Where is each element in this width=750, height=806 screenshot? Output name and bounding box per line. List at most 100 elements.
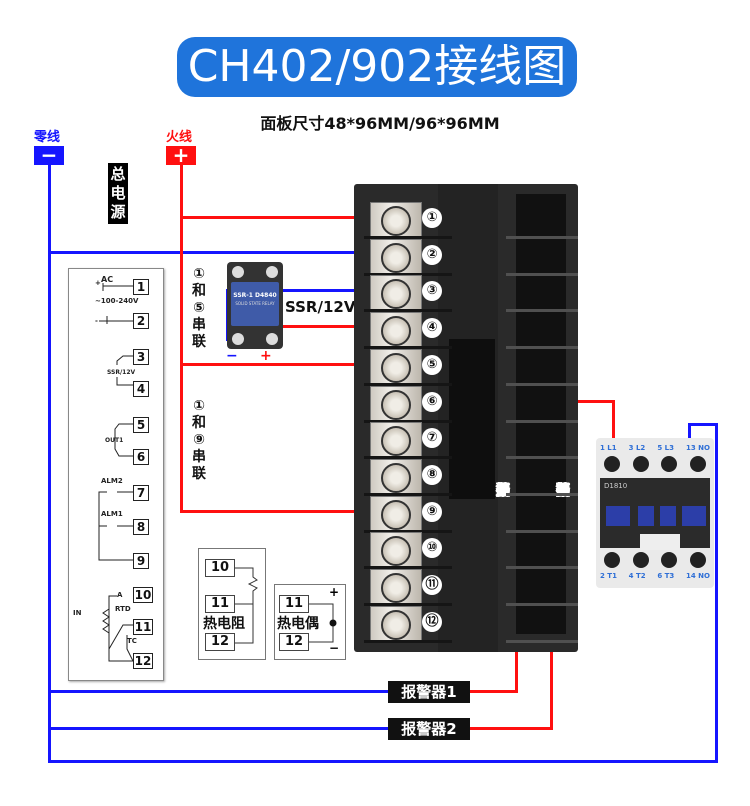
ssr-screw-icon xyxy=(266,266,278,278)
alarm1-red-wire xyxy=(470,690,518,693)
ac-label: AC xyxy=(101,275,114,284)
terminal-screw-2 xyxy=(370,238,422,274)
screw-icon xyxy=(381,426,411,457)
panel-size-subtitle: 面板尺寸48*96MM/96*96MM xyxy=(260,114,500,133)
terminal-number-5: ⑤ xyxy=(422,354,442,375)
terminal-screw-3 xyxy=(370,275,422,311)
controller-rear-terminals: ⑧ 报 警 1 上 限 偏 差 报 警 ⑦ 报 警 2 下 限 偏 差 报 警 … xyxy=(354,184,578,652)
terminal-number-3: ③ xyxy=(422,281,442,302)
tc-junction-icon xyxy=(309,603,337,643)
terminal-number-8: ⑧ xyxy=(422,464,442,485)
live-wire-label: 火线 xyxy=(166,130,193,145)
neutral-contactor-top-wire xyxy=(688,423,718,426)
terminal-divider xyxy=(364,603,452,606)
screw-icon xyxy=(661,552,678,568)
contactor-bottom-screws xyxy=(604,552,706,570)
schem-in-label: IN xyxy=(73,609,82,617)
ssr-plus-to-terminal-4-wire xyxy=(265,325,388,328)
rtd-terminal-10: 10 xyxy=(205,559,235,577)
schem-terminal-4: 4 xyxy=(133,381,149,397)
screw-icon xyxy=(381,462,411,493)
contactor-body: D1810 xyxy=(600,478,710,550)
terminal-number-7: ⑦ xyxy=(422,428,442,449)
note-char: ① xyxy=(193,398,205,414)
terminal-screw-11 xyxy=(370,569,422,604)
ac-plus: + xyxy=(95,279,101,287)
tc-terminal-12: 12 xyxy=(279,633,309,651)
live-main-wire xyxy=(180,165,183,513)
terminal-number-9: ⑨ xyxy=(422,501,442,522)
contactor-bottom-label: 4 T2 xyxy=(628,572,646,580)
terminal-screw-10 xyxy=(370,532,422,568)
terminal-divider xyxy=(364,236,452,239)
contactor-top-screws xyxy=(604,456,706,474)
fin-divider xyxy=(506,492,578,496)
schem-ssr-label: SSR/12V xyxy=(107,369,136,376)
terminal-divider xyxy=(364,566,452,570)
screw-icon xyxy=(381,279,411,310)
neutral-wire-label: 零线 xyxy=(34,130,61,145)
schem-terminal-7: 7 xyxy=(133,485,149,501)
terminal-6-contactor-drop-wire xyxy=(612,400,615,442)
terminal-screw-7 xyxy=(370,422,422,458)
solid-state-relay: SSR-1 D4840 SOLID STATE RELAY xyxy=(227,262,283,349)
screw-icon xyxy=(632,456,649,472)
note-char: 串 xyxy=(192,317,206,333)
ssr-screw-icon xyxy=(232,266,244,278)
screw-icon xyxy=(632,552,649,568)
main-power-char: 电 xyxy=(110,184,126,202)
terminal-divider xyxy=(364,309,452,313)
note-char: 联 xyxy=(192,334,206,350)
neutral-main-wire xyxy=(48,165,51,763)
schem-alm1-label: ALM1 xyxy=(101,510,123,518)
note-char: 和 xyxy=(192,283,206,299)
voltage-label: ~100-240V xyxy=(95,297,139,305)
tc-label: 热电偶 xyxy=(277,616,319,632)
rtd-terminal-11: 11 xyxy=(205,595,235,613)
alarm-1-box: 报警器1 xyxy=(388,681,470,703)
terminal-screw-12 xyxy=(370,605,422,641)
fin-divider xyxy=(506,419,578,423)
neutral-alarm1-wire xyxy=(48,690,388,693)
contactor-top-label: 13 NO xyxy=(685,444,710,452)
ssr-screw-icon xyxy=(232,333,244,345)
schem-alm2-label: ALM2 xyxy=(101,477,123,485)
schem-terminal-2: 2 xyxy=(133,313,149,329)
neutral-minus-symbol: − xyxy=(34,145,64,165)
ssr-minus-label: − xyxy=(226,348,238,364)
terminal-screw-4 xyxy=(370,312,422,348)
terminal-divider xyxy=(364,272,452,276)
note-char: 2 xyxy=(557,481,569,499)
neutral-to-terminal-2-wire xyxy=(48,251,388,254)
schem-terminal-12: 12 xyxy=(133,653,153,669)
screw-icon xyxy=(604,552,620,568)
schem-terminal-10: 10 xyxy=(133,587,153,603)
schem-terminal-3: 3 xyxy=(133,349,149,365)
note-char: ① xyxy=(193,266,205,282)
fin-divider xyxy=(506,639,578,643)
thermocouple-wiring-box: 11 热电偶 12 + − xyxy=(274,584,346,660)
screw-icon xyxy=(689,552,706,568)
schem-terminal-6: 6 xyxy=(133,449,149,465)
screw-icon xyxy=(381,389,411,420)
ssr-voltage-label: SSR/12V xyxy=(285,298,356,316)
terminal-divider xyxy=(364,419,452,423)
ssr-minus-to-terminal-3-wire xyxy=(226,289,386,292)
schem-tc-label: TC xyxy=(127,637,137,645)
tc-terminal-11: 11 xyxy=(279,595,309,613)
schem-terminal-9: 9 xyxy=(133,553,149,569)
ssr-model: SSR-1 D4840 xyxy=(233,292,277,299)
screw-icon xyxy=(381,499,411,530)
terminal-number-2: ② xyxy=(422,244,442,265)
contactor-model: D1810 xyxy=(604,482,628,490)
fin-divider xyxy=(506,566,578,570)
terminal-number-11: ⑪ xyxy=(422,575,442,595)
rtd-resistor-icon xyxy=(235,567,258,644)
terminal-divider xyxy=(364,639,452,643)
ssr-plus-label: + xyxy=(260,348,272,364)
schem-terminal-1: 1 xyxy=(133,279,149,295)
schem-terminal-8: 8 xyxy=(133,519,149,535)
note-char: 串 xyxy=(192,449,206,465)
fin-divider xyxy=(506,382,578,386)
